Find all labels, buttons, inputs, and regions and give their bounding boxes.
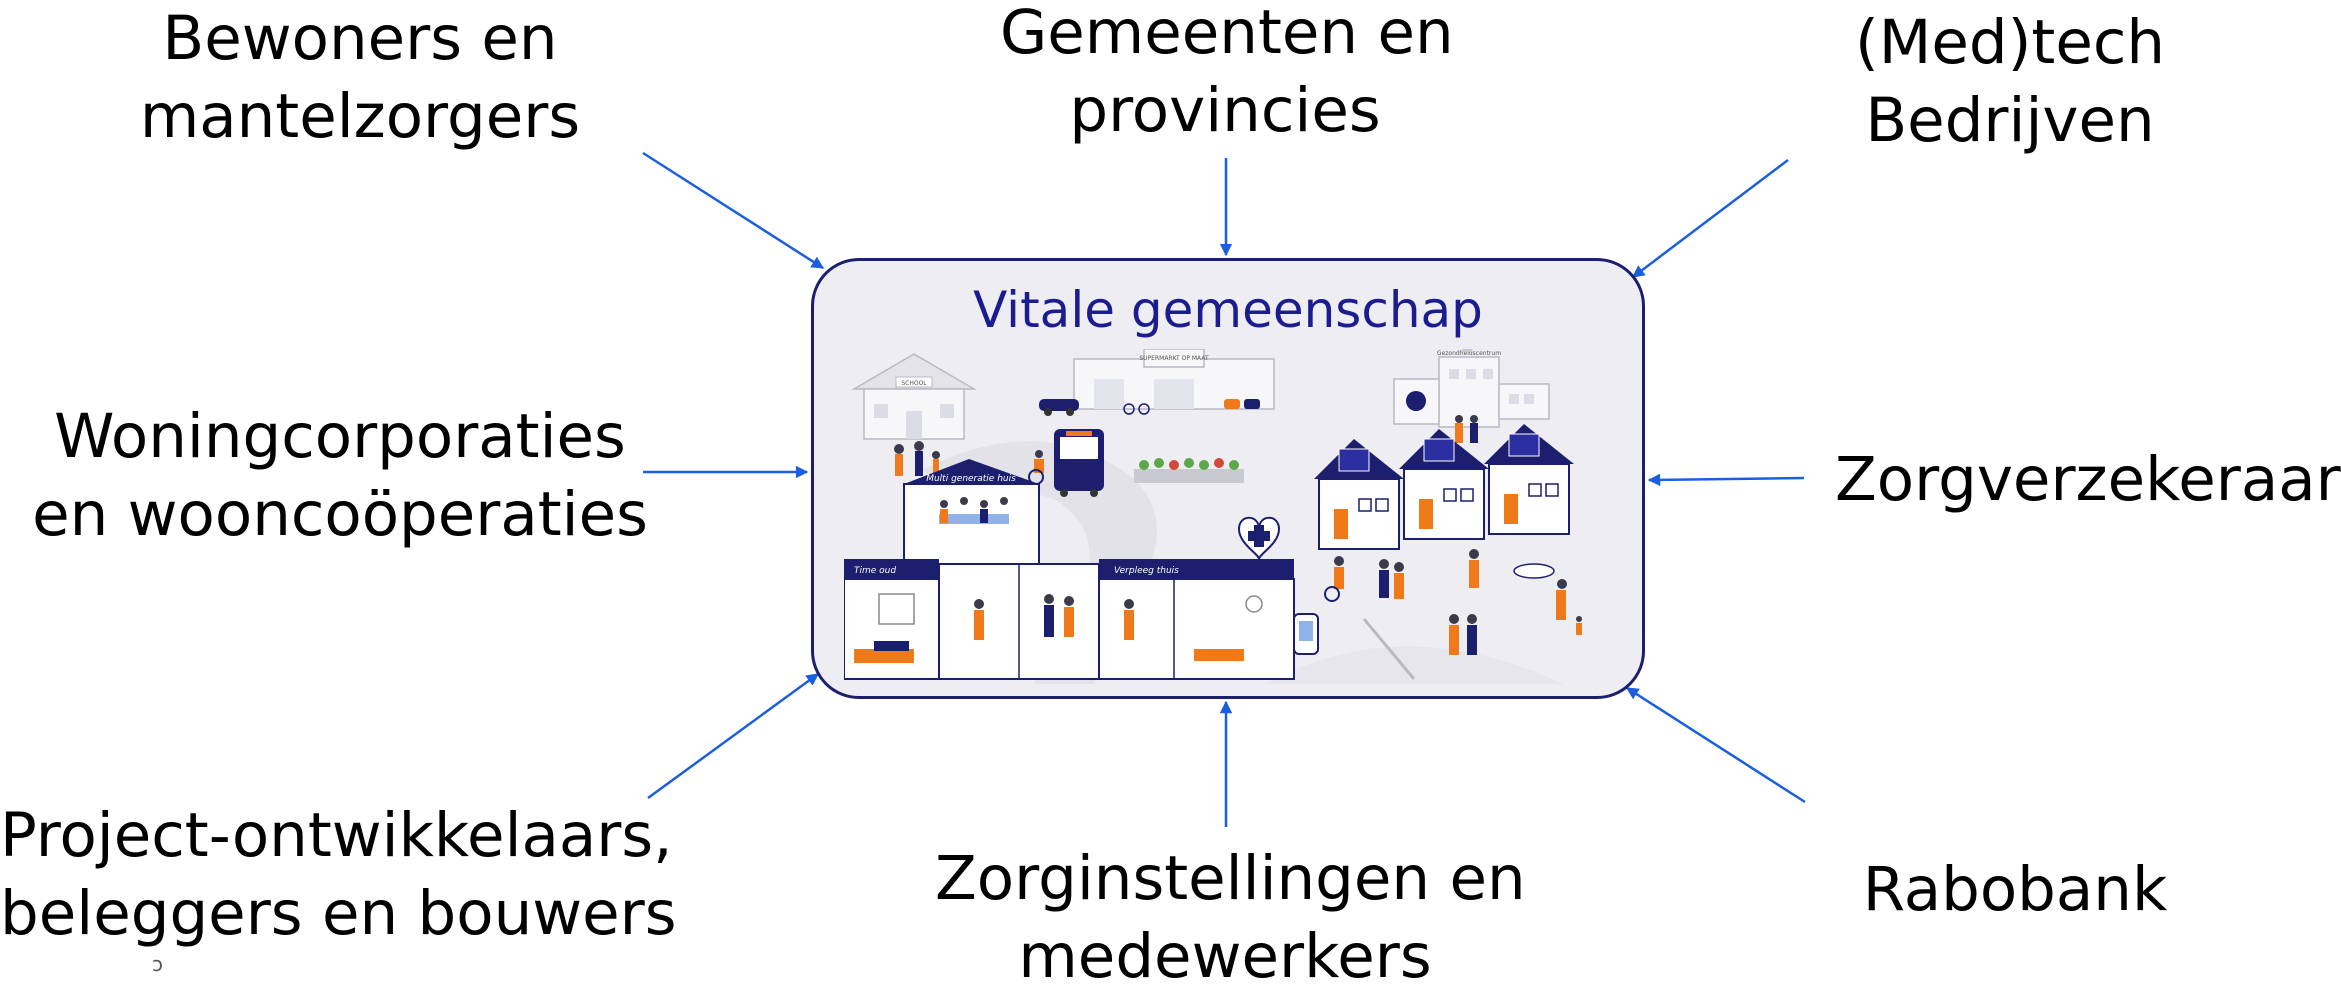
middle-rooms [938,563,1100,680]
stakeholder-line: en wooncoöperaties [32,479,648,550]
stakeholder-zorgverzekeraars: Zorgverzekeraars [1835,441,2341,519]
stakeholder-line: mantelzorgers [139,81,581,152]
heart-medical-icon [1237,516,1281,560]
time-out-label: Time oud [854,566,896,576]
stakeholder-line: provincies [1069,75,1381,146]
health-workers [1455,415,1478,443]
time-out-house: Time oud [844,559,940,680]
center-title: Vitale gemeenschap [973,281,1483,339]
stakeholder-line: Zorgverzekeraars [1835,444,2341,515]
solar-house-2 [1399,429,1489,540]
bus [1054,429,1104,497]
stakeholder-line: beleggers en bouwers [0,878,677,949]
stakeholder-bewoners: Bewoners en mantelzorgers [110,0,610,156]
arrow-rabobank [1625,686,1806,804]
vitale-gemeenschap-box: Vitale gemeenschap SCHOOL SUPERMARKT OP … [811,258,1645,699]
multi-generation-label: Multi generatie huis [926,474,1016,484]
stakeholder-line: medewerkers [1018,921,1432,992]
smart-device-icon [1293,613,1319,655]
stakeholder-line: Bewoners en [162,3,558,74]
supermarket-sign: SUPERMARKT OP MAAT [1139,355,1209,362]
vegetable-garden [1134,458,1244,483]
connector-arrows [642,151,1806,827]
arrow-zorgverzekeraars [1647,473,1805,487]
care-home-house: Verpleeg thuis [1098,559,1295,680]
footer-mark: ↄ [152,952,163,976]
supermarket-building: SUPERMARKT OP MAAT [1073,349,1275,410]
stakeholder-line: Gemeenten en [1000,0,1454,68]
stakeholder-line: Woningcorporaties [54,401,626,472]
school-building: SCHOOL [851,353,977,440]
stakeholder-line: (Med)tech [1854,7,2166,78]
hill-shape [1264,646,1564,684]
stakeholder-line: Rabobank [1862,854,2168,925]
arrow-medtech [1632,159,1789,278]
neighborhood-people [1324,549,1582,680]
solar-house-1 [1314,439,1404,550]
family-figures [894,441,940,476]
solar-house-3 [1484,424,1574,535]
care-home-label: Verpleeg thuis [1114,566,1179,576]
stakeholder-medtech: (Med)tech Bedrijven [1800,4,2220,160]
stakeholder-line: Project-ontwikkelaars, [0,800,673,871]
multi-generation-house: Multi generatie huis [903,459,1040,565]
community-illustration: SCHOOL SUPERMARKT OP MAAT [844,349,1582,684]
stakeholder-zorginstellingen: Zorginstellingen en medewerkers [935,840,1526,996]
stakeholder-gemeenten: Gemeenten en provincies [1000,0,1454,150]
cars [1039,399,1260,416]
stakeholder-projectontwikkelaars: Project-ontwikkelaars, beleggers en bouw… [0,797,677,953]
stakeholder-line: Zorginstellingen en [935,843,1526,914]
school-sign: SCHOOL [901,380,927,387]
stakeholder-woningcorporaties: Woningcorporaties en wooncoöperaties [30,398,650,554]
health-center-sign: Gezondheidscentrum [1437,350,1501,357]
arrow-projectontwikkelaars [647,672,820,800]
stakeholder-line: Bedrijven [1865,85,2155,156]
arrow-bewoners [642,151,825,270]
stakeholder-rabobank: Rabobank [1815,851,2215,929]
health-center-building: Gezondheidscentrum [1393,349,1550,428]
